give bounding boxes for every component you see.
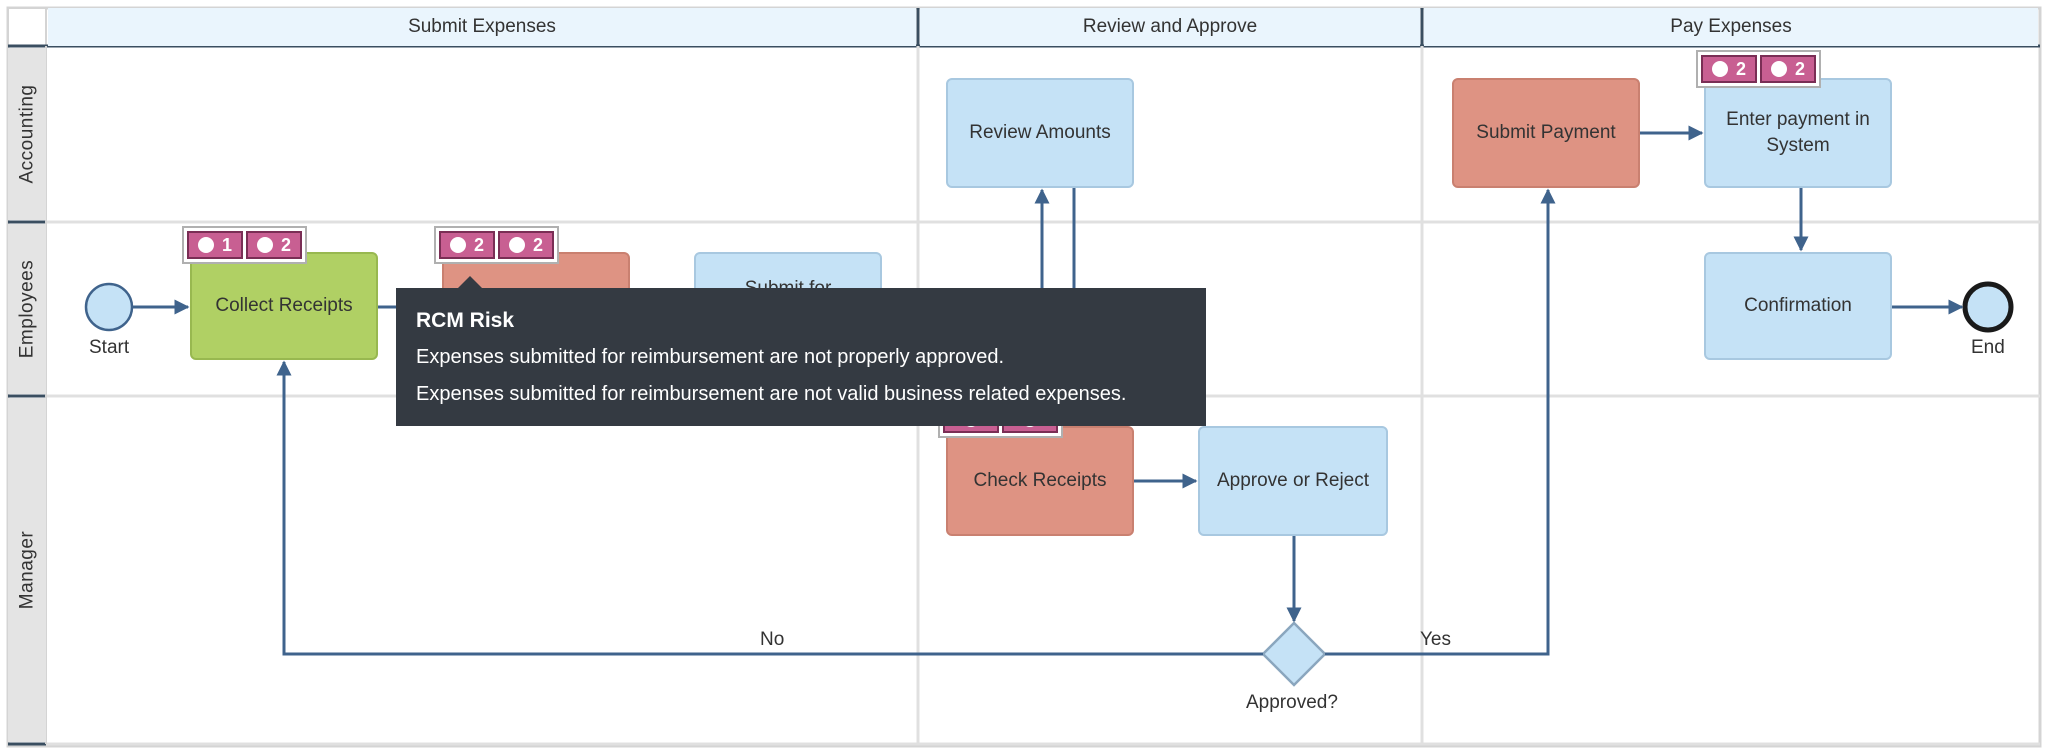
control-badge[interactable]: 2 (246, 231, 302, 259)
control-badge-count: 2 (532, 234, 543, 255)
control-dot-icon (256, 237, 273, 253)
tooltip-title: RCM Risk (416, 309, 515, 332)
risk-badge-count: 2 (1735, 58, 1746, 79)
phase-header-submit-expenses: Submit Expenses (48, 8, 916, 46)
control-dot-icon (1770, 61, 1787, 77)
flow-no-to-collect (276, 360, 1263, 656)
lane-label-accounting: Accounting (8, 48, 46, 220)
task-review-amounts[interactable]: Review Amounts (946, 78, 1134, 188)
risk-badge[interactable]: 1 (187, 231, 243, 259)
end-event-label: End (1971, 337, 2005, 358)
flow-label-no: No (760, 629, 785, 650)
start-event[interactable] (84, 282, 134, 332)
gateway-label: Approved? (1246, 692, 1338, 713)
phase-header-pay-expenses: Pay Expenses (1424, 8, 2038, 46)
badge-group-enter-payment[interactable]: 2 2 (1696, 50, 1821, 88)
risk-dot-icon (1711, 61, 1728, 77)
task-check-receipts[interactable]: Check Receipts (946, 426, 1134, 536)
gateway-approved[interactable] (1261, 621, 1327, 687)
flow-label-yes: Yes (1420, 629, 1451, 650)
control-badge-count: 2 (280, 234, 291, 255)
lane-label-manager: Manager (8, 398, 46, 742)
risk-badge-count: 2 (473, 234, 484, 255)
risk-dot-icon (449, 237, 466, 253)
end-event[interactable] (1962, 281, 2014, 333)
control-badge[interactable]: 2 (1760, 55, 1816, 83)
tooltip-arrow (458, 276, 482, 288)
risk-dot-icon (197, 237, 214, 253)
phase-header-review-and-approve: Review and Approve (920, 8, 1420, 46)
start-event-label: Start (89, 337, 130, 358)
risk-badge-count: 1 (221, 234, 232, 255)
task-submit-payment[interactable]: Submit Payment (1452, 78, 1640, 188)
lane-label-employees: Employees (8, 224, 46, 394)
control-dot-icon (508, 237, 525, 253)
flow-yes-to-submit-payment (1325, 188, 1556, 656)
risk-badge[interactable]: 2 (439, 231, 495, 259)
control-badge-count: 2 (1794, 58, 1805, 79)
task-confirmation[interactable]: Confirmation (1704, 252, 1892, 360)
badge-group-collect-receipts[interactable]: 1 2 (182, 226, 307, 264)
risk-badge[interactable]: 2 (1701, 55, 1757, 83)
badge-group-hidden-task[interactable]: 2 2 (434, 226, 559, 264)
tooltip-line: Expenses submitted for reimbursement are… (416, 346, 1005, 368)
tooltip-line: Expenses submitted for reimbursement are… (416, 383, 1127, 405)
task-approve-or-reject[interactable]: Approve or Reject (1198, 426, 1388, 536)
task-collect-receipts[interactable]: Collect Receipts (190, 252, 378, 360)
rcm-risk-tooltip: RCM Risk Expenses submitted for reimburs… (396, 288, 1206, 426)
control-badge[interactable]: 2 (498, 231, 554, 259)
